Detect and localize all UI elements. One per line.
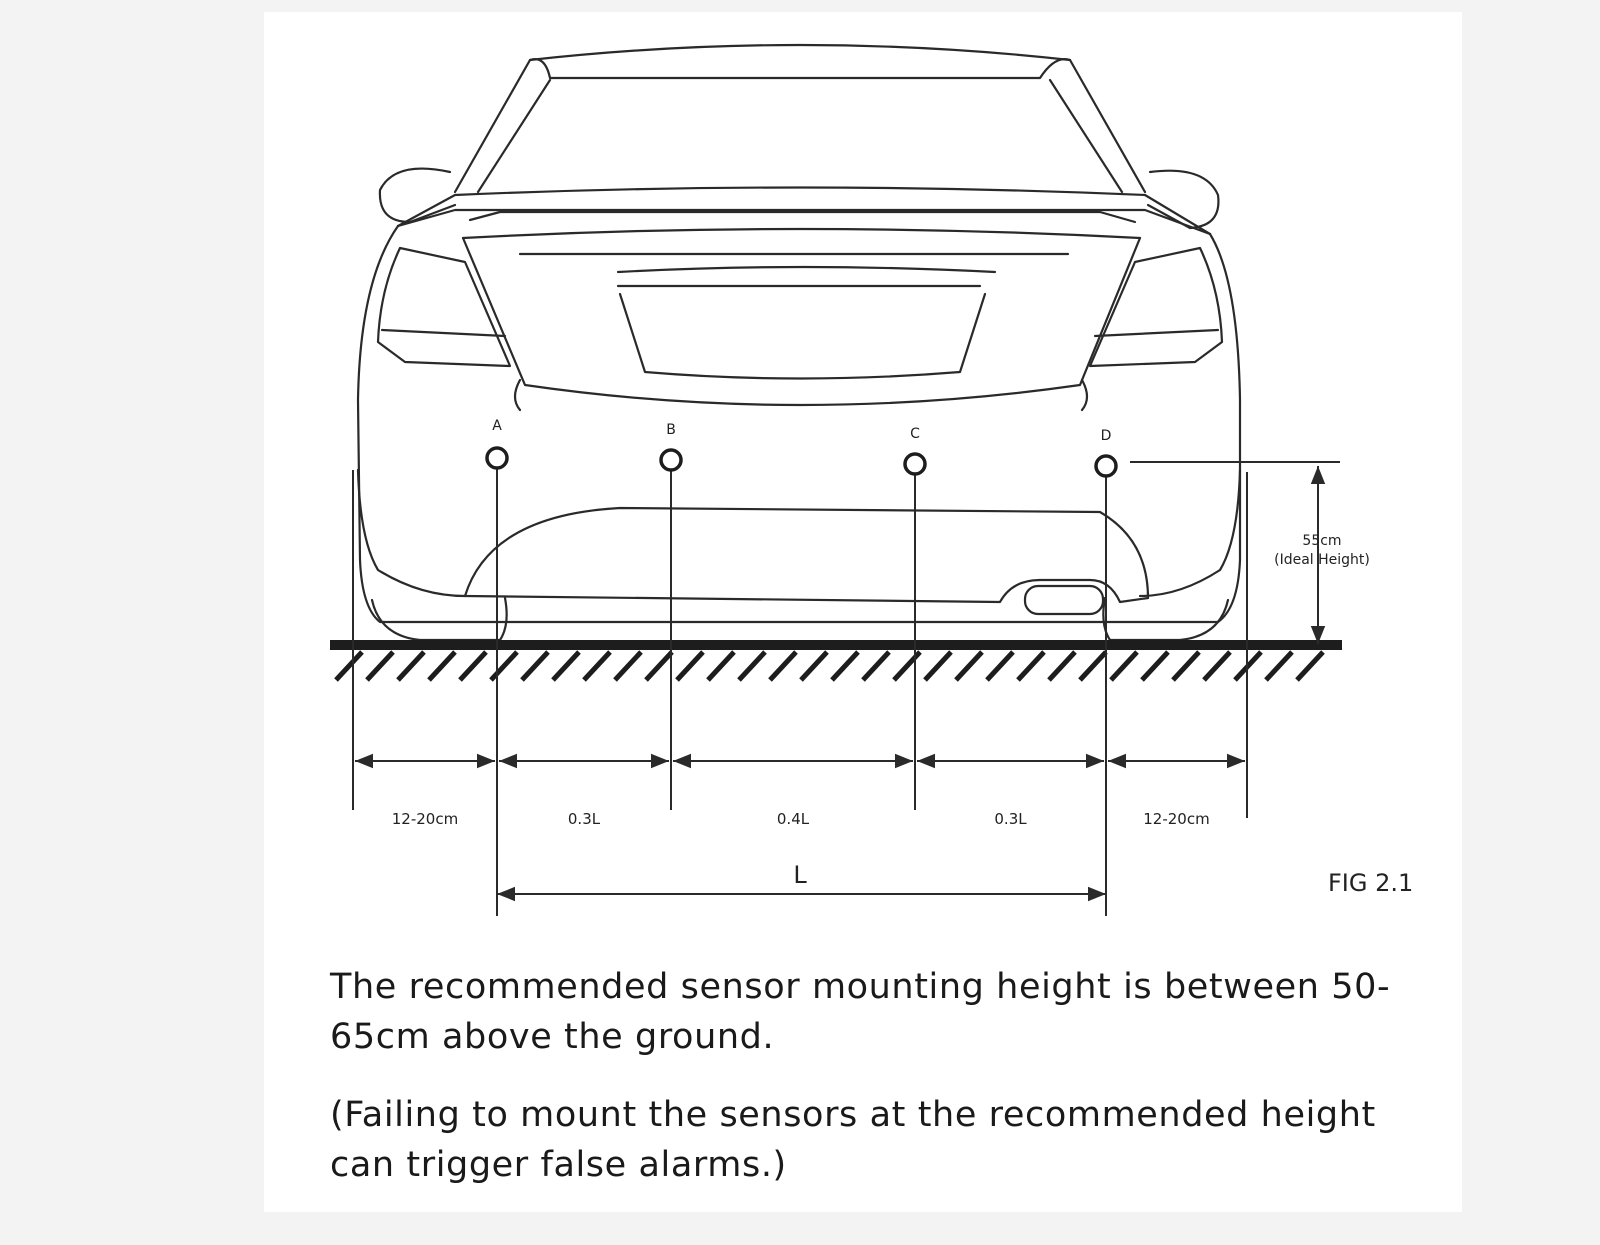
spacing-label: 12-20cm xyxy=(392,810,458,828)
caption-note: (Failing to mount the sensors at the rec… xyxy=(330,1095,1376,1185)
spacing-dimensions: 12-20cm 0.3L 0.4L 0.3L 12-20cm xyxy=(355,753,1245,828)
sensor-d-marker xyxy=(1094,454,1118,478)
sensor-a-label: A xyxy=(492,418,502,434)
total-length-label: L xyxy=(793,861,807,889)
height-note-label: (Ideal Height) xyxy=(1274,552,1370,568)
sensor-b-marker xyxy=(659,448,683,472)
sensor-b-label: B xyxy=(666,422,676,438)
spacing-label: 0.3L xyxy=(994,810,1027,828)
sensors: A B C D xyxy=(485,418,1118,916)
ground-line xyxy=(330,640,1342,682)
height-value-label: 55cm xyxy=(1302,533,1341,549)
sensor-c-label: C xyxy=(910,426,920,442)
caption-main: The recommended sensor mounting height i… xyxy=(330,967,1391,1057)
total-length-dimension: L xyxy=(497,861,1106,902)
sensor-placement-diagram: A B C D 55cm (Ideal Height) 12-20cm 0.3L 0.4L… xyxy=(330,43,1413,916)
sensor-d-label: D xyxy=(1101,428,1112,444)
spacing-label: 0.3L xyxy=(568,810,601,828)
spacing-label: 12-20cm xyxy=(1143,810,1209,828)
sensor-c-marker xyxy=(903,452,927,476)
sensor-a-marker xyxy=(485,446,509,470)
car-rear-outline xyxy=(356,43,1242,642)
figure-label: FIG 2.1 xyxy=(1328,869,1413,897)
height-dimension: 55cm (Ideal Height) xyxy=(1130,461,1370,644)
spacing-label: 0.4L xyxy=(777,810,810,828)
